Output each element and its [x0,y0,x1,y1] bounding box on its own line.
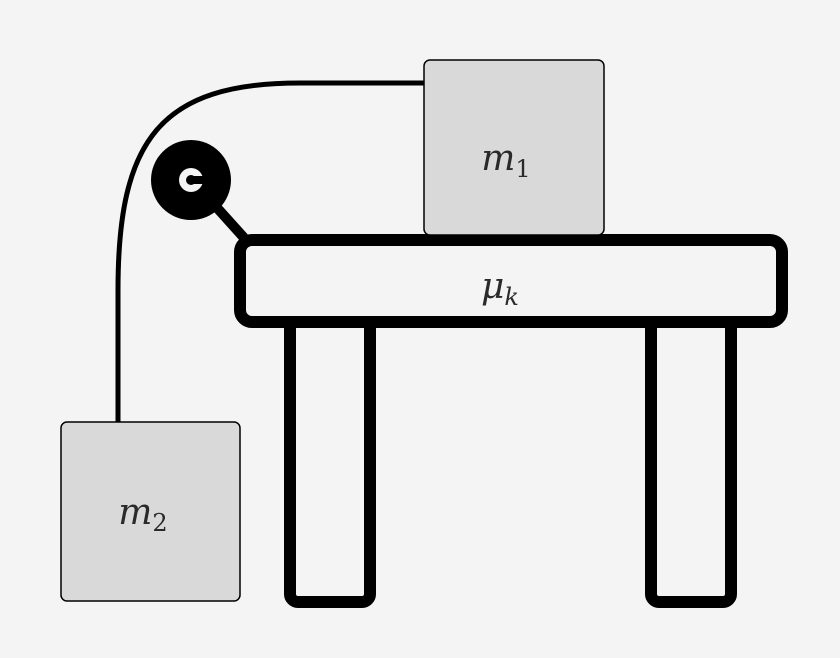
block-m1 [423,59,605,236]
mass2-label: m2 [118,492,167,537]
friction-label: μk [481,266,519,311]
block-m2 [60,421,241,602]
table-leg-right [645,310,737,608]
table-top [234,234,788,328]
pulley-icon [151,140,231,220]
table-leg-left [284,310,376,608]
mass1-label: m1 [481,138,530,183]
rope [115,80,424,422]
